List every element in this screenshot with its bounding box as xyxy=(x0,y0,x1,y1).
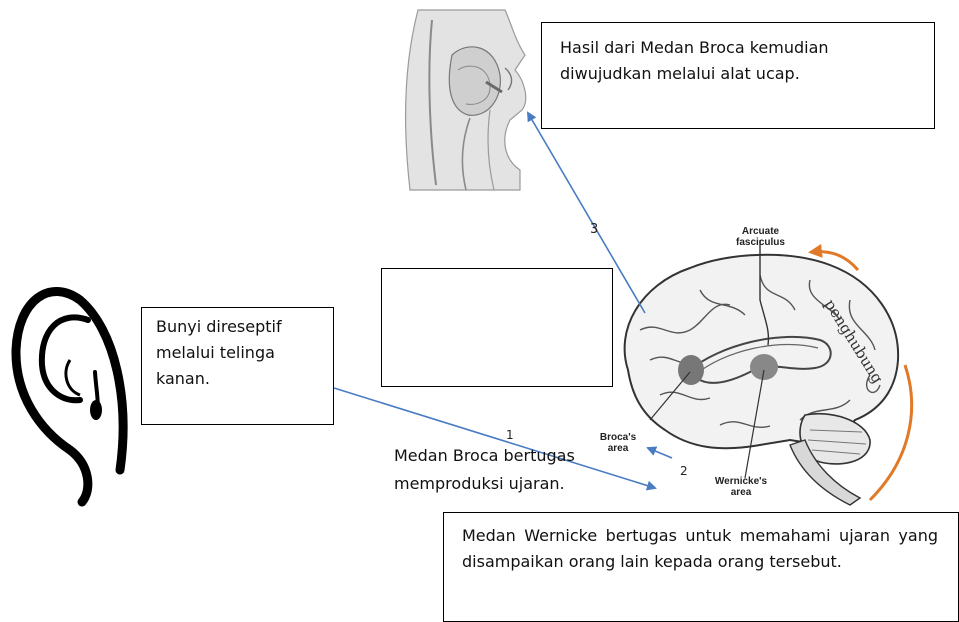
vocal-tract-illustration xyxy=(406,10,526,190)
speech-output-text: Hasil dari Medan Broca kemudian diwujudk… xyxy=(560,38,829,83)
step-3-label: 3 xyxy=(590,222,598,237)
ear-reception-text: Bunyi direseptif melalui telinga kanan. xyxy=(156,317,282,388)
speech-output-box: Hasil dari Medan Broca kemudian diwujudk… xyxy=(541,22,935,129)
ear-illustration xyxy=(16,291,123,502)
arcuate-fasciculus-label: Arcuate fasciculus xyxy=(718,226,803,248)
broca-area-label: Broca's area xyxy=(594,432,642,454)
wernicke-task-box: Medan Wernicke bertugas untuk memahami u… xyxy=(443,512,959,622)
brain-illustration xyxy=(625,240,899,505)
arrow-wernicke-to-broca xyxy=(648,448,672,458)
wernicke-area-label: Wernicke's area xyxy=(704,476,778,498)
empty-box xyxy=(381,268,613,387)
wernicke-task-text: Medan Wernicke bertugas untuk memahami u… xyxy=(462,526,938,571)
step-1-label: 1 xyxy=(506,428,514,442)
ear-reception-box: Bunyi direseptif melalui telinga kanan. xyxy=(141,307,334,425)
step-2-label: 2 xyxy=(680,464,688,478)
